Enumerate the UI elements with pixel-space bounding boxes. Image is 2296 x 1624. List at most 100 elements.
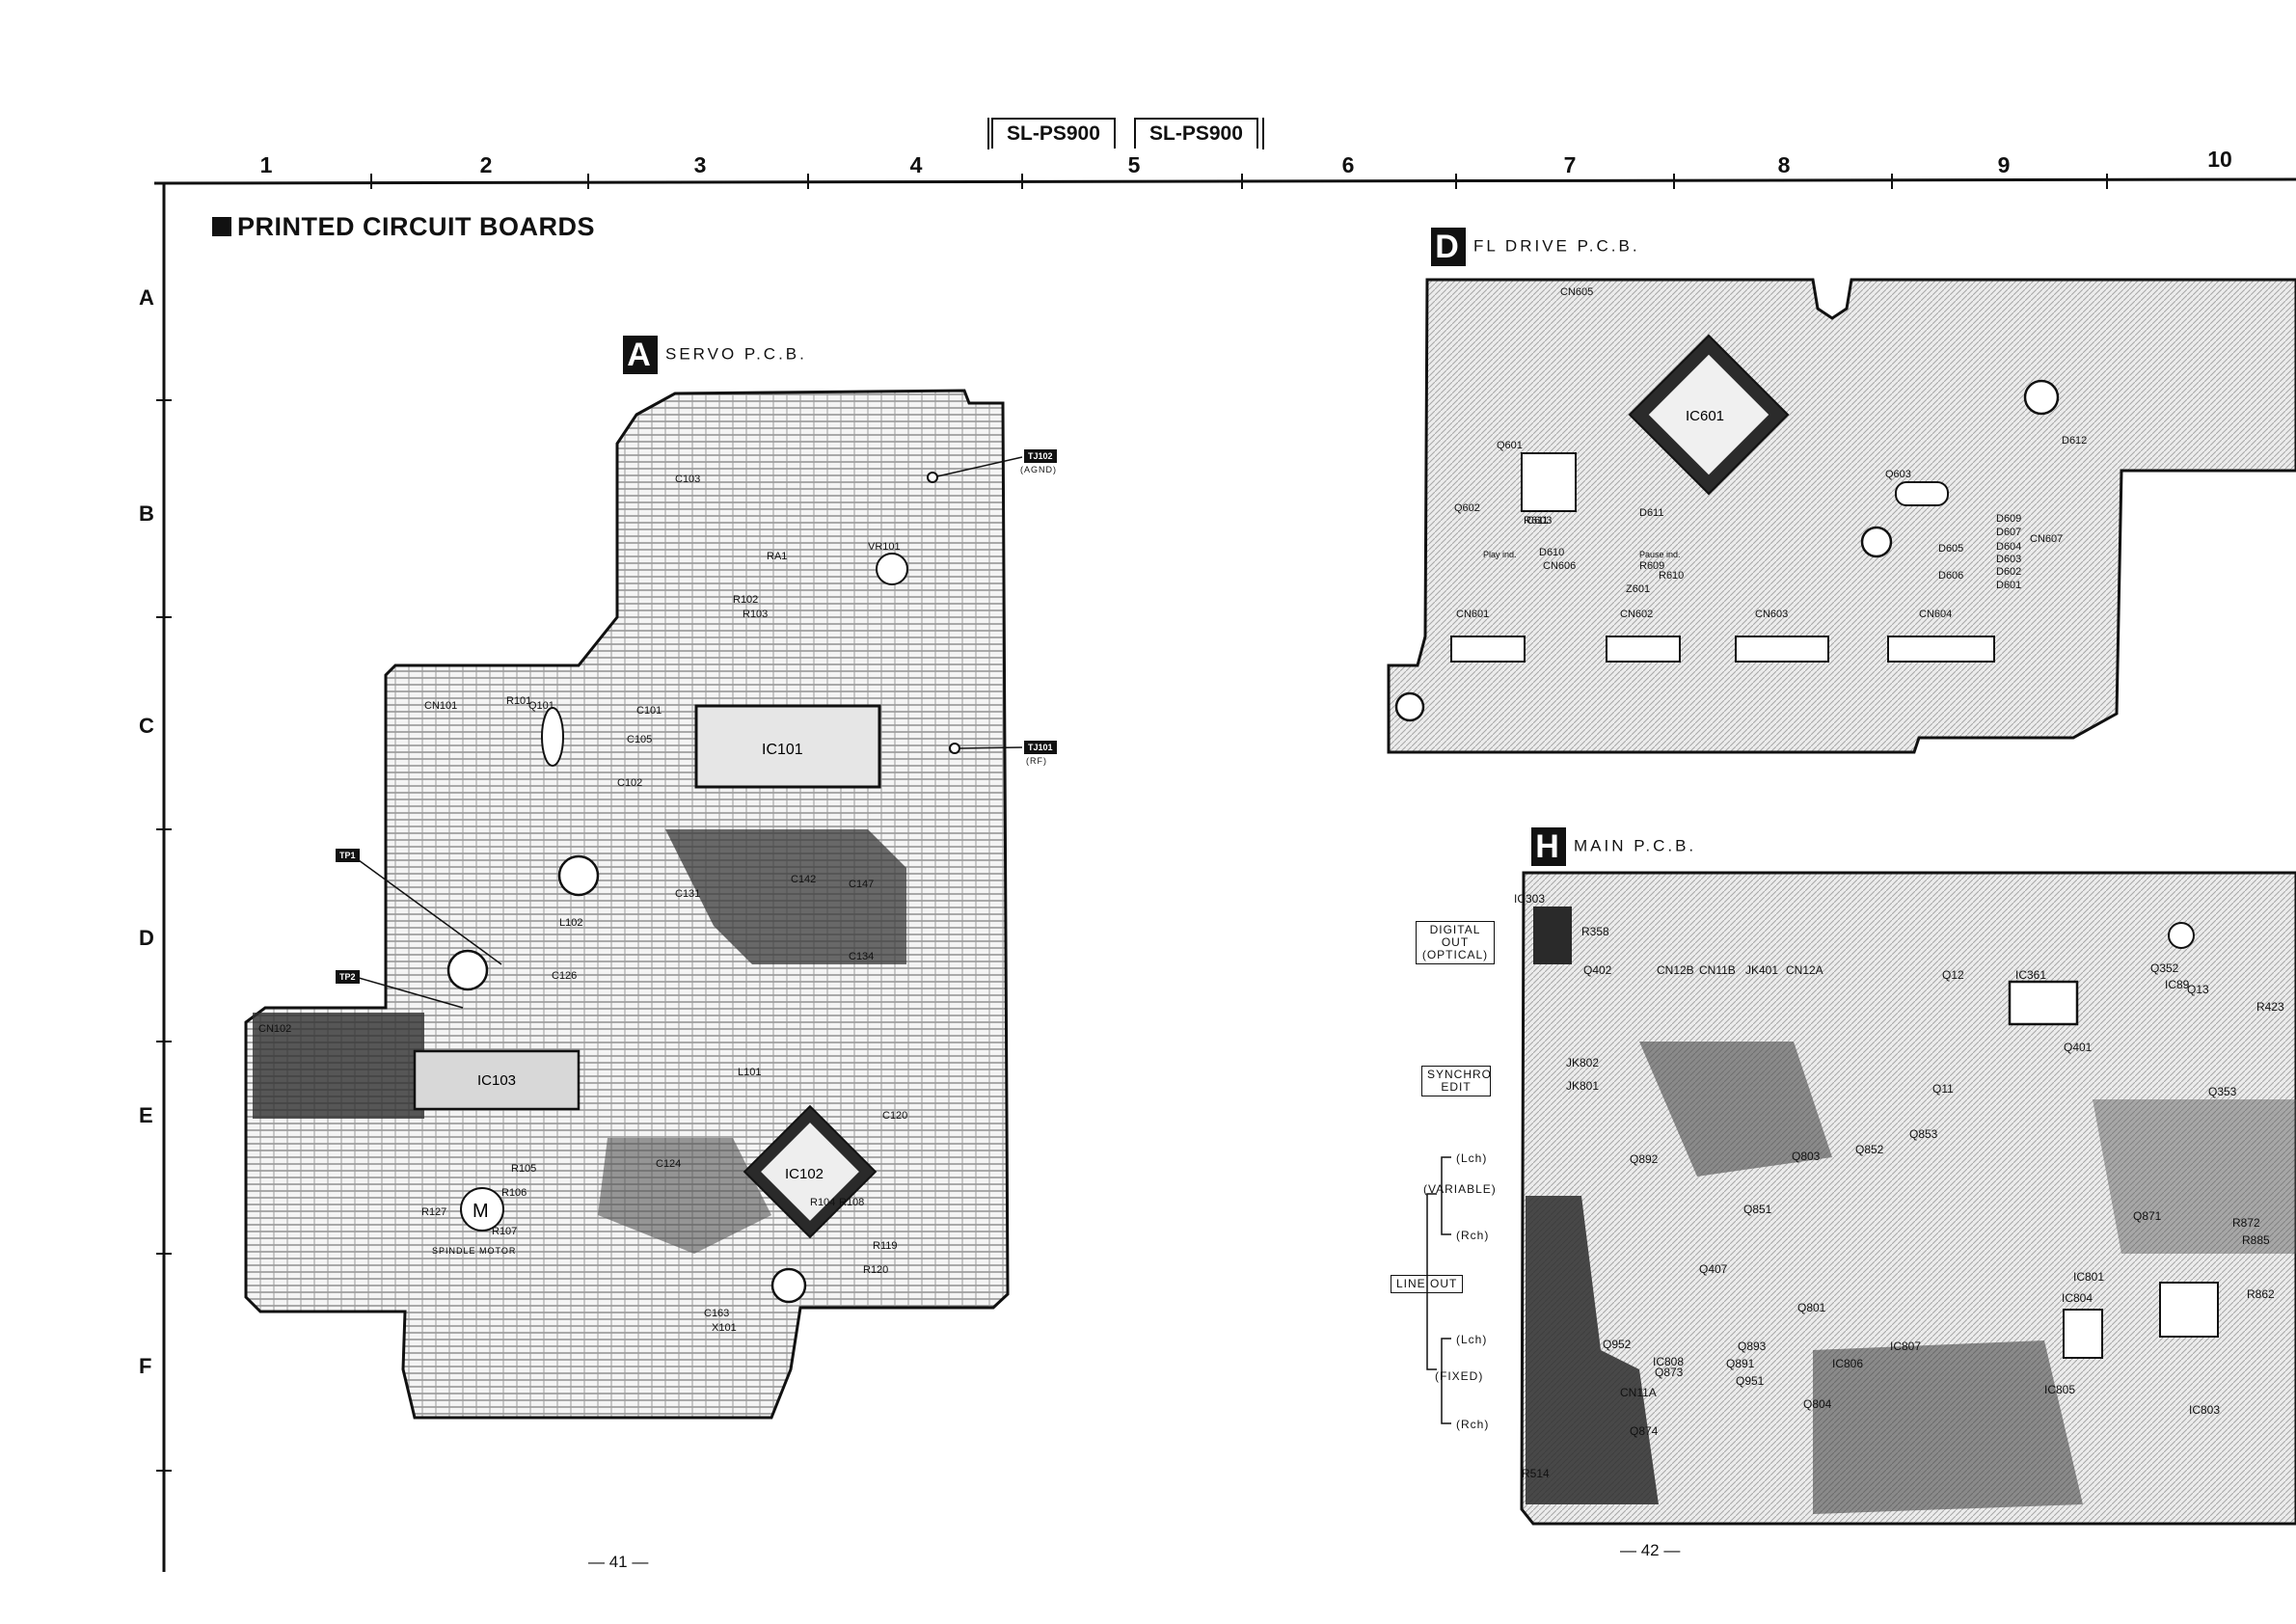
motor-symbol: M	[473, 1201, 489, 1222]
main-board-outline	[1520, 871, 2296, 1526]
digital-out-jack-label: DIGITAL OUT (OPTICAL)	[1416, 921, 1495, 964]
component-label: Q951	[1736, 1374, 1765, 1388]
component-label: R104	[810, 1197, 835, 1208]
q101-transistor	[541, 707, 564, 767]
component-label: D607	[1996, 527, 2021, 538]
component-label: Q101	[528, 700, 554, 712]
component-label: CN601	[1456, 609, 1489, 620]
component-label: IC801	[2073, 1270, 2104, 1284]
component-label: CN604	[1919, 609, 1952, 620]
tj101-tag: TJ101	[1024, 741, 1057, 754]
model-label-right: SL-PS900	[1134, 118, 1258, 149]
component-label: C126	[552, 970, 577, 982]
drawing-frame	[153, 118, 2296, 1572]
cn602-connector	[1606, 636, 1681, 663]
component-label: R862	[2247, 1287, 2275, 1301]
component-label: D612	[2062, 435, 2087, 447]
component-label: D603	[1996, 554, 2021, 565]
variable-bracket	[1441, 1156, 1451, 1235]
component-label: IC804	[2062, 1291, 2093, 1305]
indicator-label: Play ind.	[1483, 550, 1517, 559]
component-label: R119	[873, 1240, 897, 1252]
component-label: Z601	[1626, 583, 1650, 595]
grid-row-f: F	[139, 1354, 152, 1378]
indicator-label: Pause ind.	[1639, 550, 1681, 559]
section-title: PRINTED CIRCUIT BOARDS	[212, 212, 595, 242]
component-label: R102	[733, 594, 758, 606]
main-mount-hole-1	[2168, 922, 2195, 949]
page-number-right: — 42 —	[1620, 1541, 1681, 1559]
component-label: R108	[839, 1197, 864, 1208]
component-label: R106	[501, 1187, 527, 1199]
ic603-chip	[1521, 452, 1577, 512]
title-bullet-icon	[212, 217, 231, 236]
grid-row-e: E	[139, 1103, 153, 1127]
grid-col-6: 6	[1341, 152, 1355, 177]
servo-component-labels: Q101VR101CN101CN102RA1R101R102R103R104R1…	[258, 474, 907, 1334]
component-label: Q852	[1855, 1143, 1884, 1156]
component-label: CN12B	[1657, 963, 1694, 977]
component-label: R872	[2232, 1216, 2260, 1230]
component-label: C163	[704, 1308, 729, 1319]
component-label: CN12A	[1786, 963, 1823, 977]
fl-drive-board-letter: D	[1431, 228, 1466, 266]
main-copper-mass-3	[1813, 1340, 2083, 1514]
fixed-bracket	[1441, 1338, 1451, 1424]
component-label: Q804	[1803, 1397, 1832, 1411]
component-label: Q603	[1885, 469, 1911, 480]
component-label: Q407	[1699, 1262, 1728, 1276]
component-label: Q803	[1792, 1150, 1821, 1163]
vr101-trimmer	[876, 553, 908, 585]
component-label: CN11A	[1620, 1386, 1657, 1399]
top-ruler-line	[153, 177, 2296, 185]
ic103-label: IC103	[477, 1072, 516, 1089]
ic805-chip	[2063, 1309, 2103, 1359]
component-label: Q853	[1909, 1127, 1938, 1141]
servo-board-letter: A	[623, 336, 658, 374]
fl-mount-hole-2	[1860, 526, 1893, 558]
grid-row-d: D	[139, 926, 154, 950]
ic303-module	[1533, 907, 1572, 964]
component-label: D606	[1938, 570, 1963, 582]
component-label: C101	[636, 705, 662, 717]
component-label: D610	[1539, 547, 1564, 558]
component-label: R105	[511, 1163, 536, 1175]
component-label: IC89	[2165, 978, 2190, 991]
component-label: R610	[1659, 570, 1684, 582]
component-label: IC805	[2044, 1383, 2075, 1396]
component-label: C142	[791, 874, 816, 885]
component-label: Q402	[1583, 963, 1612, 977]
component-label: C134	[849, 951, 874, 962]
grid-row-c: C	[139, 714, 154, 738]
component-label: R101	[506, 695, 531, 707]
component-label: IC803	[2189, 1403, 2220, 1417]
component-label: Q893	[1738, 1340, 1767, 1353]
main-pcb: IC303IC361IC801IC803IC804IC805IC806IC807…	[1426, 871, 2296, 1526]
component-label: D609	[1996, 513, 2021, 525]
component-label: CN605	[1560, 286, 1593, 298]
component-label: C120	[882, 1110, 907, 1122]
tj102-sub-label: (AGND)	[1020, 465, 1057, 474]
component-label: Q13	[2187, 983, 2209, 996]
component-label: D605	[1938, 543, 1963, 555]
component-label: VR101	[868, 541, 901, 553]
component-label: D602	[1996, 566, 2021, 578]
line-out-bracket	[1426, 1193, 1437, 1370]
variable-lch-label: (Lch)	[1456, 1151, 1488, 1165]
component-label: IC807	[1890, 1340, 1921, 1353]
main-copper-mass-4	[2093, 1099, 2296, 1254]
component-label: Q851	[1743, 1203, 1772, 1216]
tp1-tag: TP1	[336, 849, 360, 862]
ic601-chip	[1628, 334, 1790, 496]
component-label: Q401	[2064, 1041, 2093, 1054]
tj101-sub-label: (RF)	[1026, 756, 1047, 766]
tj102-point	[927, 472, 938, 483]
ic101-label: IC101	[762, 742, 803, 758]
component-label: R514	[1522, 1467, 1550, 1480]
variable-rch-label: (Rch)	[1456, 1229, 1490, 1242]
tj102-leader	[936, 456, 1023, 477]
